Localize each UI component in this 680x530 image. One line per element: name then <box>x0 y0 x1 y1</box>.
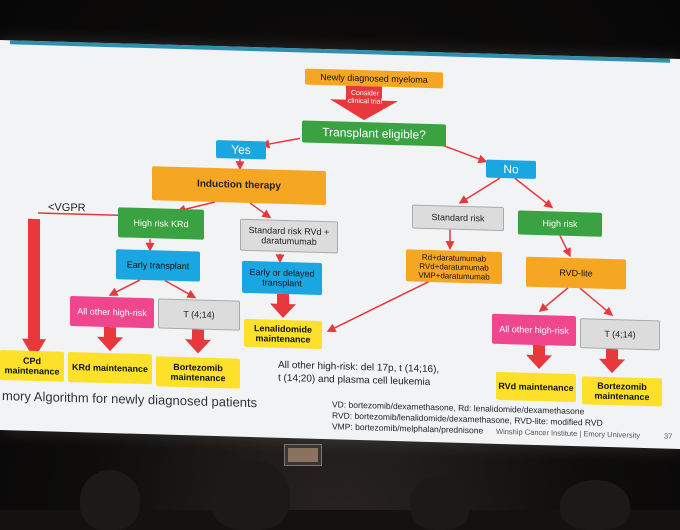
arrow-highrisk-rvdlite <box>559 235 571 258</box>
arrow-rd-lenalidomide <box>326 279 433 332</box>
arrow-transplant-no <box>439 143 488 164</box>
node-rvd-lite: RVD-lite <box>526 256 626 290</box>
big-arrow-delayed <box>270 293 296 318</box>
phone-screen <box>284 444 322 466</box>
node-rvd-maintenance: RVd maintenance <box>496 371 576 403</box>
node-consider-trial: Consider clinical trial <box>347 89 383 106</box>
node-all-other-right: All other high-risk <box>492 313 576 347</box>
arrow-rvdlite-t414 <box>579 287 614 317</box>
big-arrow-vgpr <box>22 218 46 359</box>
presentation-slide: Newly diagnosed myeloma Consider clinica… <box>0 40 680 449</box>
node-induction-therapy: Induction therapy <box>152 166 326 206</box>
audience <box>0 430 680 530</box>
node-early-transplant: Early transplant <box>116 249 200 282</box>
node-dara-regimens: Rd+daratumumab RVd+daratumumab VMP+darat… <box>406 249 502 285</box>
node-high-risk-krd: High risk KRd <box>118 207 204 240</box>
node-early-delayed: Early or delayed transplant <box>242 260 322 295</box>
node-t414-right: T (4;14) <box>580 318 660 351</box>
node-lenalidomide-maintenance: Lenalidomide maintenance <box>244 318 322 349</box>
node-yes: Yes <box>216 140 266 160</box>
audience-head <box>410 475 470 530</box>
arrow-no-standard <box>458 177 501 204</box>
node-transplant-eligible: Transplant eligible? <box>302 120 446 147</box>
audience-head <box>210 460 290 530</box>
audience-head <box>80 470 140 530</box>
arrow-no-highrisk <box>514 177 554 209</box>
node-high-risk-no: High risk <box>518 210 602 237</box>
node-standard-risk-yes: Standard risk RVd + daratumumab <box>240 218 338 254</box>
big-arrow-rvd <box>526 344 552 370</box>
node-bortezomib-right: Bortezomib maintenance <box>582 376 662 407</box>
big-arrow-bortez-left <box>185 329 211 354</box>
node-no: No <box>486 159 536 179</box>
phone-display <box>288 448 318 462</box>
big-arrow-trial <box>330 85 398 121</box>
node-krd-maintenance: KRd maintenance <box>68 351 152 385</box>
node-all-other-left: All other high-risk <box>70 295 154 329</box>
vgpr-line <box>38 212 118 217</box>
arrow-rvdlite-allother <box>538 287 569 313</box>
arrow-transplant-yes <box>260 137 301 149</box>
arrow-early-allother <box>108 279 141 296</box>
big-arrow-bortez-right <box>599 348 625 374</box>
audience-head <box>560 480 630 530</box>
node-cpd-maintenance: CPd maintenance <box>0 350 64 382</box>
flow-arrows <box>22 85 625 374</box>
node-standard-risk-no: Standard risk <box>412 204 504 232</box>
arrow-early-t414 <box>164 279 197 299</box>
arrow-induction-standard <box>249 202 272 219</box>
label-vgpr: <VGPR <box>48 201 86 215</box>
big-arrow-krd <box>97 326 123 352</box>
node-t414-left: T (4;14) <box>158 298 240 331</box>
node-bortezomib-left: Bortezomib maintenance <box>156 356 240 389</box>
